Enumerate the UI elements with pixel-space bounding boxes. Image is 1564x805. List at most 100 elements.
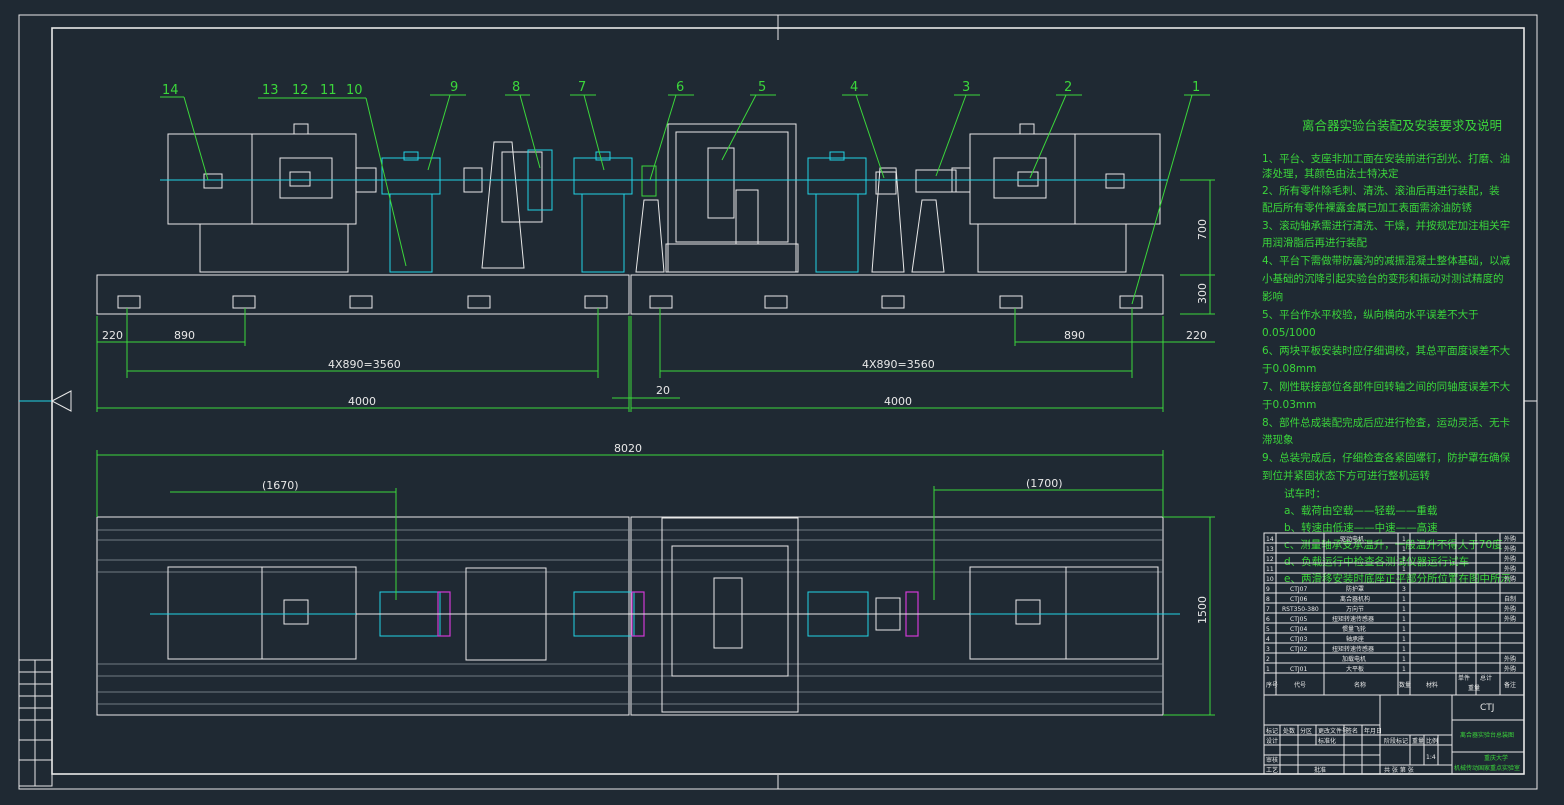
part-label-13: 13 — [262, 83, 279, 98]
tb-review: 审核 — [1266, 756, 1278, 764]
dim-right-total: 4000 — [884, 395, 912, 408]
row-no: 10 — [1266, 576, 1274, 583]
part-leaders — [160, 94, 1210, 305]
note-line: b、转速由低速——中速——高速 — [1284, 521, 1438, 534]
drive-motor — [167, 123, 377, 273]
front-dimensions: 220 890 4X890=3560 4000 20 4X890=3560 40… — [96, 179, 1215, 412]
row-note: 外购 — [1504, 565, 1516, 573]
tb-std: 标准化 — [1318, 737, 1336, 745]
dim-plan-width: 1500 — [1196, 596, 1209, 624]
tb-approve: 批准 — [1314, 766, 1326, 774]
row-note: 自制 — [1504, 595, 1516, 603]
parts-list: 14 驱动电机 1 外购 13 1 外购 12 1 外购 11 1 外购 10 … — [1263, 532, 1525, 696]
header-single: 单件 — [1458, 674, 1470, 682]
row-qty: 1 — [1402, 636, 1406, 643]
note-line: 用润滑脂后再进行装配 — [1262, 236, 1367, 249]
tb-design: 设计 — [1266, 737, 1278, 745]
row-name: 大平板 — [1346, 665, 1364, 673]
row-no: 8 — [1266, 596, 1270, 603]
part-label-8: 8 — [512, 80, 520, 95]
row-code: CTJ07 — [1290, 586, 1307, 593]
note-line: 于0.03mm — [1262, 399, 1316, 411]
row-code: CTJ06 — [1290, 596, 1307, 603]
part-label-14: 14 — [162, 83, 179, 98]
left-base-plate — [96, 274, 630, 315]
part-labels: 14 13 12 11 10 9 8 7 6 5 4 3 2 1 — [162, 80, 1200, 98]
drawing-code: CTJ — [1480, 703, 1494, 713]
tb-change-doc: 更改文件号 — [1318, 727, 1348, 735]
row-name: 轴承座 — [1346, 635, 1364, 643]
dim-plan-left: (1670) — [262, 479, 299, 492]
row-name: 惯量飞轮 — [1342, 625, 1366, 633]
tb-stage: 阶段标记 — [1384, 737, 1408, 745]
note-line: 3、滚动轴承需进行清洗、干燥，并按规定加注相关牢 — [1262, 219, 1510, 232]
row-no: 13 — [1266, 546, 1274, 553]
row-qty: 1 — [1402, 616, 1406, 623]
tb-weight: 重量 — [1412, 737, 1424, 745]
note-line: 影响 — [1262, 290, 1283, 303]
torque-sensor-6 — [635, 165, 665, 273]
row-note: 外购 — [1504, 615, 1516, 623]
note-line: 7、刚性联接部位各部件回转轴之间的同轴度误差不大 — [1262, 380, 1511, 393]
part-label-11: 11 — [320, 83, 337, 98]
part-label-5: 5 — [758, 80, 766, 95]
drawing-name: 离合器实验台总装图 — [1460, 731, 1514, 739]
school-name: 重庆大学 — [1484, 754, 1508, 762]
dim-right-890: 890 — [1064, 329, 1085, 342]
clutch-mechanism — [463, 141, 553, 269]
note-line: 5、平台作水平校验，纵向横向水平误差不大于 — [1262, 308, 1479, 321]
load-motor — [951, 123, 1161, 273]
torque-sensor-3 — [911, 169, 957, 273]
part-label-6: 6 — [676, 80, 684, 95]
row-no: 11 — [1266, 566, 1274, 573]
tb-sign: 签名 — [1346, 727, 1358, 735]
row-code: RST350-380 — [1282, 606, 1319, 613]
header-name: 名称 — [1354, 681, 1366, 689]
tb-zone: 分区 — [1300, 727, 1312, 735]
row-qty: 1 — [1402, 666, 1406, 673]
row-no: 1 — [1266, 666, 1270, 673]
row-note: 外购 — [1504, 555, 1516, 563]
row-no: 4 — [1266, 636, 1270, 643]
technical-notes: 离合器实验台装配及安装要求及说明 1、平台、支座非加工面在安装前进行刮光、打磨、… — [1262, 118, 1511, 585]
note-line: e、两滑移安装时底座正平部分所位置在图中所示 — [1284, 572, 1511, 585]
note-line: c、测量轴承支承温升，一般温升不得大于70度 — [1284, 538, 1503, 551]
row-name: 防护罩 — [1346, 585, 1364, 593]
row-name: 万向节 — [1346, 605, 1364, 613]
row-code: CTJ03 — [1290, 636, 1307, 643]
note-line: 9、总装完成后，仔细检查各紧固螺钉，防护罩在确保 — [1262, 451, 1511, 464]
anchor-bolts — [117, 295, 1143, 309]
dim-right-220: 220 — [1186, 329, 1207, 342]
note-line: 4、平台下需做带防震沟的减振混凝土整体基础，以减 — [1262, 254, 1511, 267]
note-line: d、负载运行中检查各测试仪器运行试车 — [1284, 555, 1469, 568]
row-code: CTJ05 — [1290, 616, 1307, 623]
note-line: 于0.08mm — [1262, 363, 1316, 375]
notes-title: 离合器实验台装配及安装要求及说明 — [1302, 118, 1502, 133]
dim-left-220: 220 — [102, 329, 123, 342]
inertia-flywheel — [665, 123, 799, 273]
note-line: 试车时： — [1284, 487, 1326, 500]
lab-name: 机械传动国家重点实验室 — [1454, 764, 1520, 772]
row-qty: 1 — [1402, 556, 1406, 563]
part-label-7: 7 — [578, 80, 586, 95]
note-line: 1、平台、支座非加工面在安装前进行刮光、打磨、油 — [1262, 152, 1510, 165]
dim-overall: 8020 — [614, 442, 642, 455]
row-qty: 1 — [1402, 566, 1406, 573]
plan-view — [96, 516, 1180, 716]
row-note: 外购 — [1504, 655, 1516, 663]
header-code: 代号 — [1294, 681, 1306, 689]
row-qty: 1 — [1402, 626, 1406, 633]
row-name: 加载电机 — [1342, 655, 1366, 663]
plan-dimensions: 8020 (1670) (1700) 1500 — [96, 442, 1215, 716]
dim-left-890: 890 — [174, 329, 195, 342]
part-label-4: 4 — [850, 80, 858, 95]
dim-left-total: 4000 — [348, 395, 376, 408]
note-line: 小基础的沉降引起实验台的变形和振动对测试精度的 — [1262, 272, 1504, 285]
row-no: 14 — [1266, 536, 1274, 543]
dim-height-700: 700 — [1196, 219, 1209, 240]
dim-gap: 20 — [656, 384, 670, 397]
row-name: 离合器机构 — [1340, 595, 1370, 603]
tb-process: 工艺 — [1266, 766, 1278, 774]
header-no: 序号 — [1266, 681, 1278, 689]
